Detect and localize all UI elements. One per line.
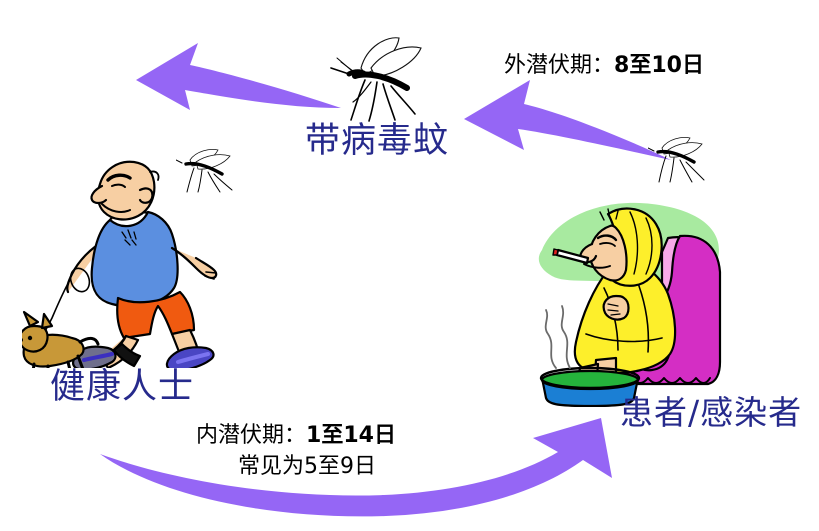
node-label-patient-infected: 患者/感染者 <box>620 393 803 432</box>
arrow-mosquito-to-healthy <box>136 43 341 110</box>
mosquito-icon <box>648 137 705 183</box>
mosquito-icon <box>176 149 233 193</box>
intrinsic-period-value: 1至14日 <box>306 423 396 448</box>
node-label-infected-mosquito: 带病毒蚊 <box>305 121 450 161</box>
extrinsic-period-prefix: 外潜伏期： <box>504 53 615 78</box>
extrinsic-incubation-period-label: 外潜伏期：8至10日 <box>504 50 704 81</box>
sick-person-illustration <box>538 202 722 407</box>
intrinsic-period-prefix: 内潜伏期： <box>196 423 307 448</box>
extrinsic-period-value: 8至10日 <box>614 53 704 78</box>
mosquito-icon <box>330 37 422 122</box>
node-label-healthy-person: 健康人士 <box>50 367 195 407</box>
arrow-patient-to-mosquito <box>464 80 671 160</box>
intrinsic-incubation-period-label: 内潜伏期：1至14日 常见为5至9日 <box>196 420 396 482</box>
walking-man-illustration <box>22 160 218 368</box>
intrinsic-period-common: 常见为5至9日 <box>238 454 376 480</box>
